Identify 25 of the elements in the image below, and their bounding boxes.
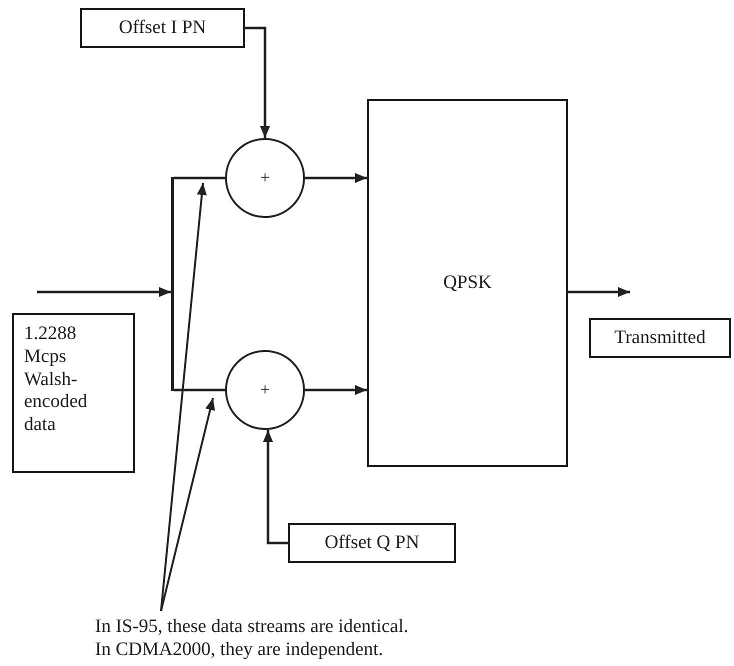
arrow bbox=[263, 430, 288, 544]
box-label: Offset I PN bbox=[118, 16, 206, 40]
box-label: QPSK bbox=[443, 272, 492, 294]
output-box bbox=[589, 318, 731, 358]
modulator-box bbox=[367, 99, 568, 467]
arrow bbox=[305, 385, 367, 395]
plus-sign: + bbox=[260, 168, 270, 188]
box-label: Transmitted bbox=[614, 326, 706, 350]
data-box bbox=[12, 313, 135, 473]
arrow bbox=[37, 287, 171, 297]
signal-box bbox=[288, 523, 456, 563]
arrow bbox=[305, 173, 367, 183]
plus-sign: + bbox=[260, 380, 270, 400]
box-label: 1.2288 Mcps Walsh-encoded data bbox=[24, 323, 88, 437]
arrow bbox=[245, 26, 270, 138]
note-text: In IS-95, these data streams are identical. bbox=[95, 616, 408, 639]
leader-line bbox=[160, 182, 207, 612]
leader-line bbox=[160, 398, 215, 612]
connector-line bbox=[174, 176, 225, 180]
arrow bbox=[568, 287, 630, 297]
signal-box bbox=[80, 8, 245, 48]
junction-line bbox=[171, 177, 174, 391]
note-text: In CDMA2000, they are independent. bbox=[95, 639, 384, 662]
box-label: Offset Q PN bbox=[324, 532, 420, 554]
connector-line bbox=[174, 388, 225, 392]
